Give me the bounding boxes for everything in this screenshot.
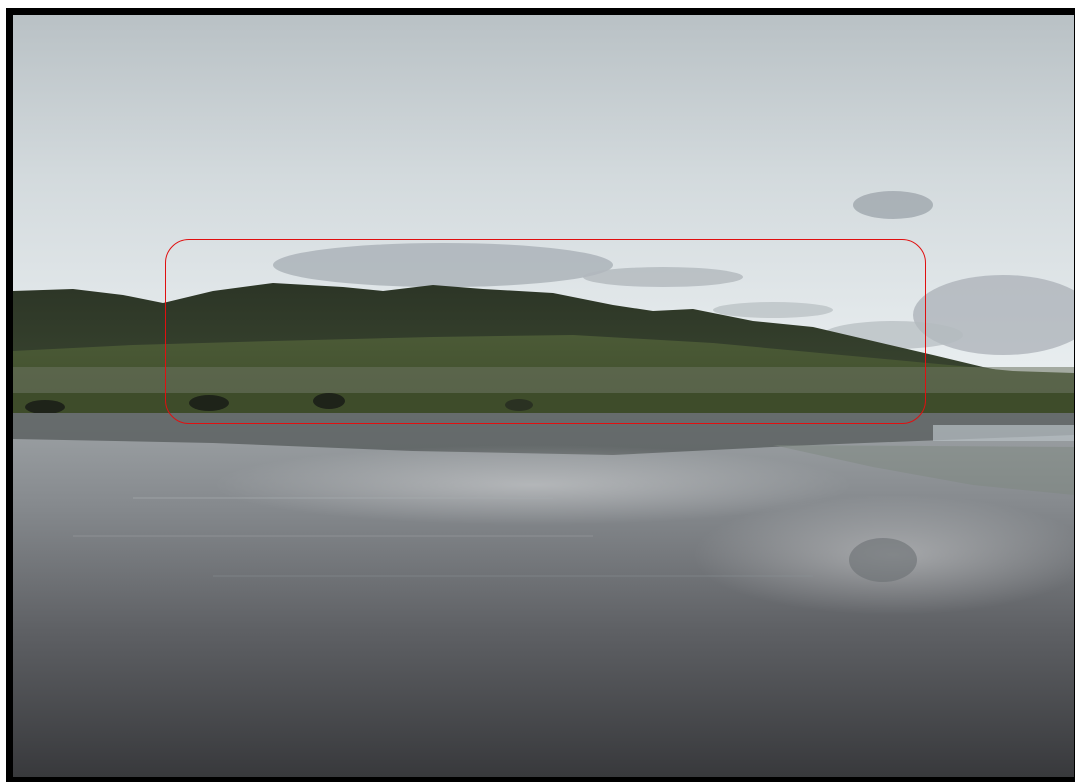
cloud <box>853 191 933 219</box>
sky-reflection <box>213 445 853 525</box>
shore-rock <box>313 393 345 409</box>
cloud <box>583 267 743 287</box>
far-water <box>933 425 1074 441</box>
rocky-strip <box>13 367 1074 393</box>
ripple <box>213 575 813 577</box>
shore-rock <box>25 400 65 414</box>
ripple <box>133 497 553 499</box>
landscape-photo <box>13 15 1074 777</box>
shore-rock <box>505 399 533 411</box>
landscape-svg <box>13 15 1074 777</box>
ripple <box>73 535 593 537</box>
flooded-grass <box>773 445 1074 495</box>
shore-rock <box>189 395 229 411</box>
cloud-reflection <box>849 538 917 582</box>
shoreline <box>13 393 1074 413</box>
cloud <box>713 302 833 318</box>
cloud <box>273 243 613 287</box>
